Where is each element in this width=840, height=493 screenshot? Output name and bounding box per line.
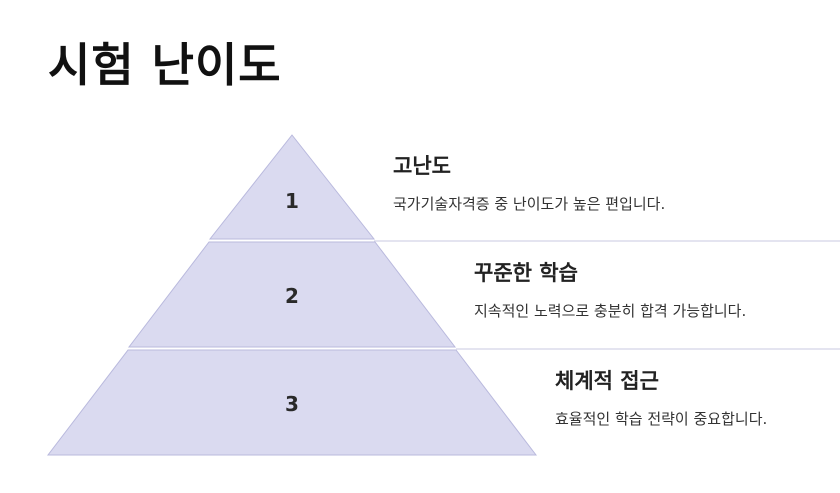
pyramid-tier-2 bbox=[127, 241, 457, 348]
tier-number-1: 1 bbox=[285, 189, 299, 213]
tier-number-3: 3 bbox=[285, 392, 299, 416]
tier-heading-1: 고난도 bbox=[393, 154, 451, 178]
tier-description-3: 효율적인 학습 전략이 중요합니다. bbox=[555, 410, 768, 428]
page-title: 시험 난이도 bbox=[48, 38, 282, 92]
pyramid-tier-1 bbox=[208, 134, 376, 240]
tier-heading-3: 체계적 접근 bbox=[555, 369, 659, 393]
pyramid-tier-3 bbox=[46, 349, 538, 456]
tier-number-2: 2 bbox=[285, 284, 299, 308]
tier-description-2: 지속적인 노력으로 충분히 합격 가능합니다. bbox=[474, 302, 747, 320]
tier-heading-2: 꾸준한 학습 bbox=[474, 261, 578, 285]
tier-description-1: 국가기술자격증 중 난이도가 높은 편입니다. bbox=[393, 195, 666, 213]
